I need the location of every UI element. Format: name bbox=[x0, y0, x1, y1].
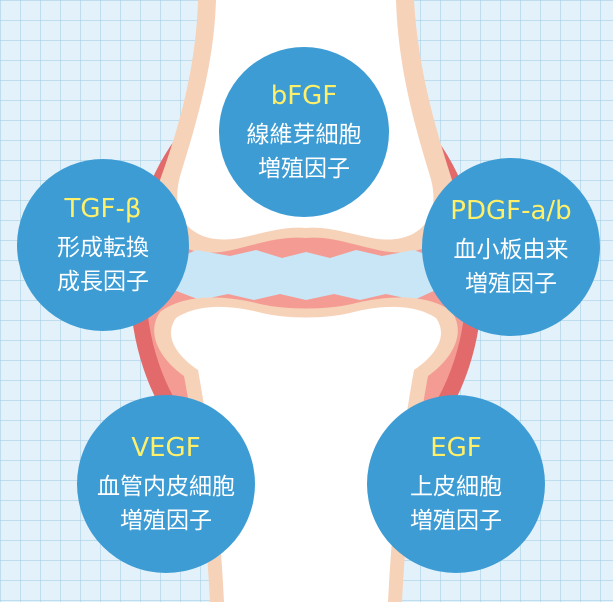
factor-abbreviation: PDGF-a/b bbox=[450, 196, 572, 226]
factor-name-line: 血小板由来 bbox=[453, 237, 569, 263]
growth-factor-tgf-beta: TGF-β 形成転換 成長因子 bbox=[17, 159, 189, 331]
factor-name-line: 増殖因子 bbox=[120, 508, 212, 534]
growth-factor-egf: EGF 上皮細胞 増殖因子 bbox=[367, 395, 545, 573]
factor-name-line: 成長因子 bbox=[57, 269, 149, 295]
growth-factor-vegf: VEGF 血管内皮細胞 増殖因子 bbox=[77, 395, 255, 573]
factor-name-line: 増殖因子 bbox=[465, 271, 557, 297]
factor-abbreviation: bFGF bbox=[270, 81, 338, 111]
factor-abbreviation: EGF bbox=[430, 433, 482, 463]
factor-name-line: 増殖因子 bbox=[410, 508, 502, 534]
factor-name-line: 線維芽細胞 bbox=[246, 122, 362, 148]
factor-name-line: 形成転換 bbox=[57, 235, 149, 261]
factor-abbreviation: TGF-β bbox=[64, 194, 142, 224]
factor-name-line: 血管内皮細胞 bbox=[97, 474, 235, 500]
factor-abbreviation: VEGF bbox=[131, 433, 201, 463]
factor-name-line: 上皮細胞 bbox=[410, 474, 502, 500]
growth-factor-pdgf: PDGF-a/b 血小板由来 増殖因子 bbox=[422, 158, 600, 336]
cartilage-layer bbox=[170, 250, 446, 300]
growth-factor-bfgf: bFGF 線維芽細胞 増殖因子 bbox=[219, 47, 389, 217]
factor-name-line: 増殖因子 bbox=[258, 156, 350, 182]
